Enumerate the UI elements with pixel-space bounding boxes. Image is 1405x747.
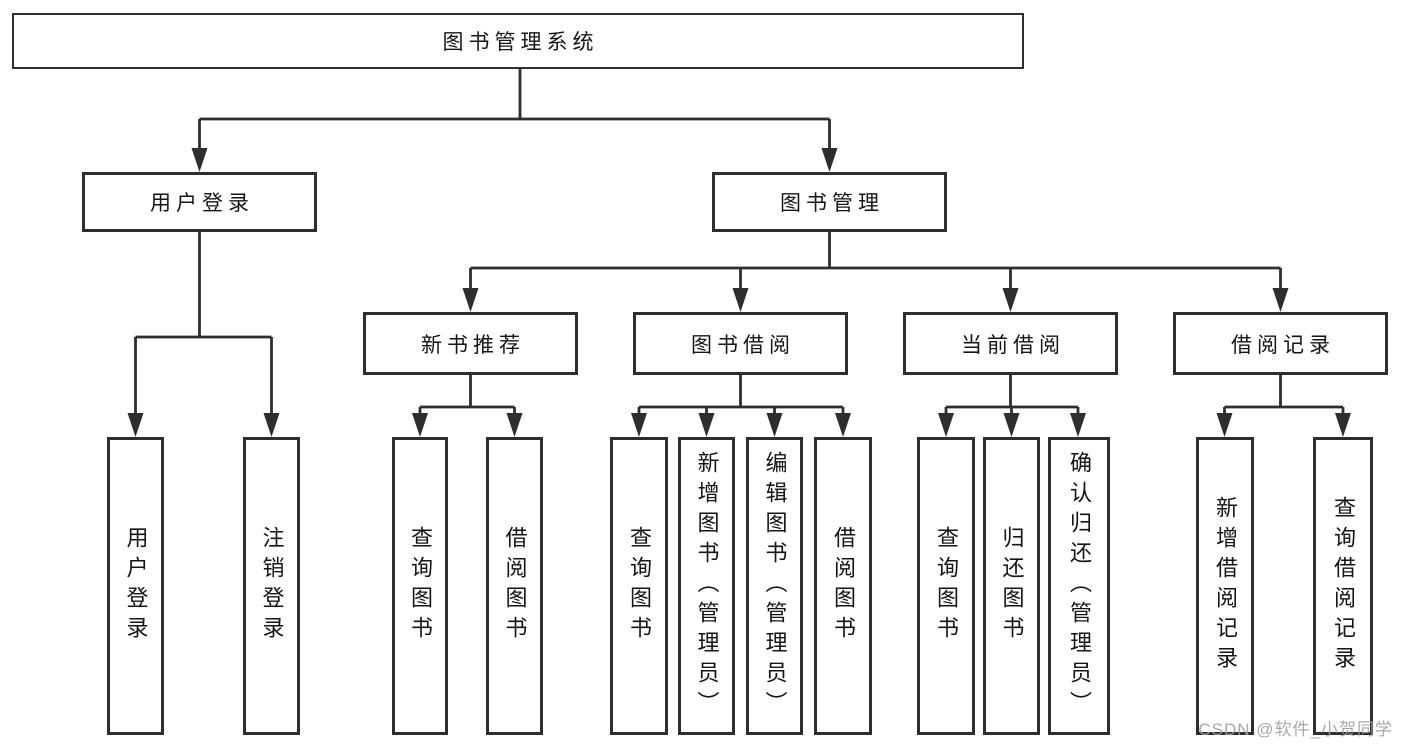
leaf-return-books: 归还图书: [983, 437, 1040, 735]
node-book-management: 图书管理: [712, 172, 947, 232]
node-book-borrowing: 图书借阅: [633, 312, 848, 375]
watermark: CSDN @软件_小贺同学: [1198, 720, 1393, 739]
node-label: 图书管理: [780, 192, 884, 215]
node-label: 新增借阅记录: [1213, 496, 1238, 676]
leaf-borrow-books: 借阅图书: [814, 437, 872, 735]
node-label: 用户登录: [150, 192, 254, 215]
node-library-management-system: 图书管理系统: [12, 13, 1024, 69]
node-label: 查询图书: [934, 526, 959, 646]
leaf-query-books-borrow: 查询图书: [610, 437, 668, 735]
node-borrowing-records: 借阅记录: [1173, 312, 1388, 375]
leaf-query-borrow-record: 查询借阅记录: [1313, 437, 1373, 735]
leaf-add-borrow-record: 新增借阅记录: [1196, 437, 1254, 735]
node-current-borrowing: 当前借阅: [903, 312, 1118, 375]
leaf-query-books-current: 查询图书: [917, 437, 975, 735]
node-label: 确认归还（管理员）: [1067, 451, 1092, 721]
node-label: 编辑图书（管理员）: [762, 451, 788, 721]
leaf-query-books-recommend: 查询图书: [392, 437, 448, 735]
node-label: 借阅图书: [831, 526, 856, 646]
leaf-user-login: 用户登录: [107, 437, 164, 735]
node-label: 借阅记录: [1231, 333, 1335, 357]
leaf-logout: 注销登录: [243, 437, 300, 735]
node-label: 借阅图书: [502, 526, 528, 646]
node-new-book-recommendation: 新书推荐: [363, 312, 578, 375]
node-label: 查询图书: [627, 526, 652, 646]
node-label: 查询图书: [408, 526, 433, 646]
leaf-confirm-return-admin: 确认归还（管理员）: [1048, 437, 1110, 735]
leaf-edit-books-admin: 编辑图书（管理员）: [746, 437, 803, 735]
node-label: 图书管理系统: [442, 31, 599, 54]
node-label: 新书推荐: [421, 333, 525, 357]
node-label: 新增图书（管理员）: [694, 451, 720, 721]
node-user-login: 用户登录: [82, 172, 317, 232]
node-label: 用户登录: [123, 526, 149, 646]
node-label: 归还图书: [999, 526, 1025, 646]
node-label: 查询借阅记录: [1331, 496, 1356, 676]
node-label: 注销登录: [259, 526, 285, 646]
node-label: 图书借阅: [691, 333, 795, 357]
leaf-borrow-books-recommend: 借阅图书: [486, 437, 543, 735]
leaf-add-books-admin: 新增图书（管理员）: [678, 437, 735, 735]
node-label: 当前借阅: [961, 333, 1065, 357]
